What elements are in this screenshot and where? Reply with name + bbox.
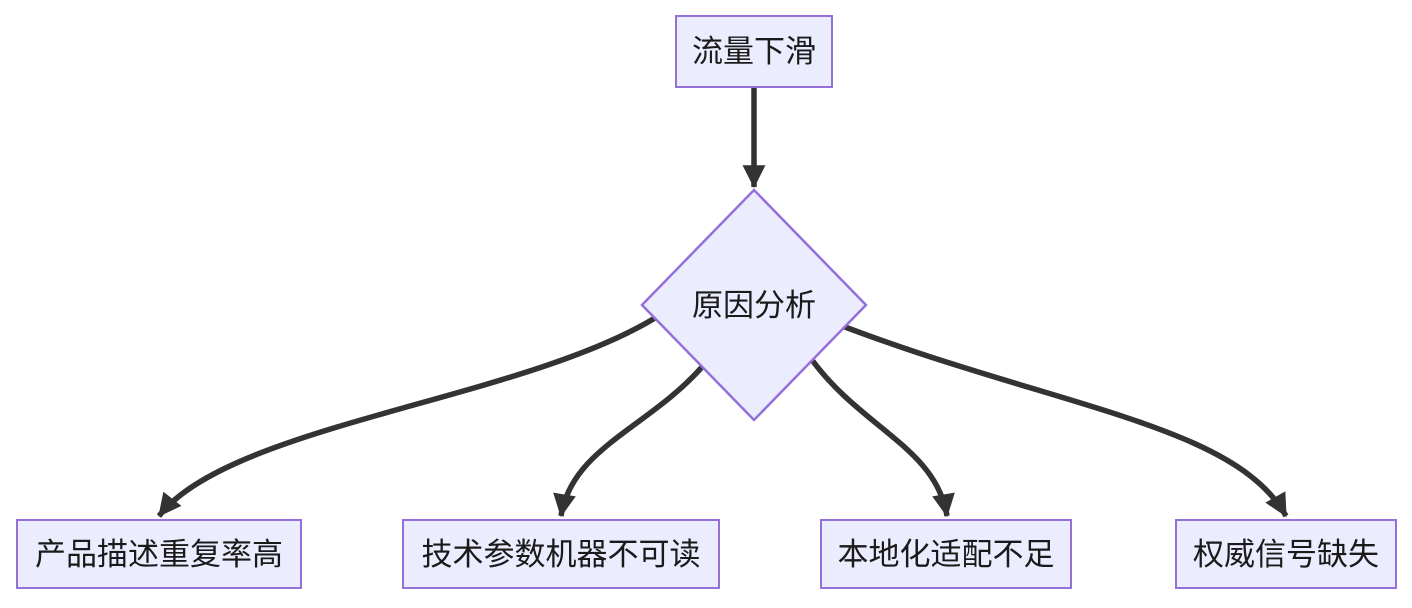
node-product-description-duplication: 产品描述重复率高 bbox=[16, 519, 302, 589]
node-insufficient-localization: 本地化适配不足 bbox=[820, 519, 1072, 589]
node-tech-params-not-machine-readable-label: 技术参数机器不可读 bbox=[421, 536, 701, 572]
edge-analysis-to-machine-readability bbox=[553, 365, 705, 518]
node-product-description-duplication-label: 产品描述重复率高 bbox=[35, 536, 283, 572]
node-missing-authority-signals: 权威信号缺失 bbox=[1175, 519, 1397, 589]
edge-analysis-to-localization bbox=[809, 358, 955, 518]
node-traffic-decline-label: 流量下滑 bbox=[692, 34, 816, 69]
node-insufficient-localization-label: 本地化适配不足 bbox=[837, 536, 1055, 572]
decision-diamond-shape bbox=[640, 188, 868, 422]
node-missing-authority-signals-label: 权威信号缺失 bbox=[1193, 536, 1379, 572]
edge-analysis-to-duplication bbox=[156, 315, 657, 518]
node-tech-params-not-machine-readable: 技术参数机器不可读 bbox=[402, 519, 720, 589]
edge-analysis-to-authority bbox=[844, 324, 1289, 518]
node-traffic-decline: 流量下滑 bbox=[675, 15, 833, 88]
